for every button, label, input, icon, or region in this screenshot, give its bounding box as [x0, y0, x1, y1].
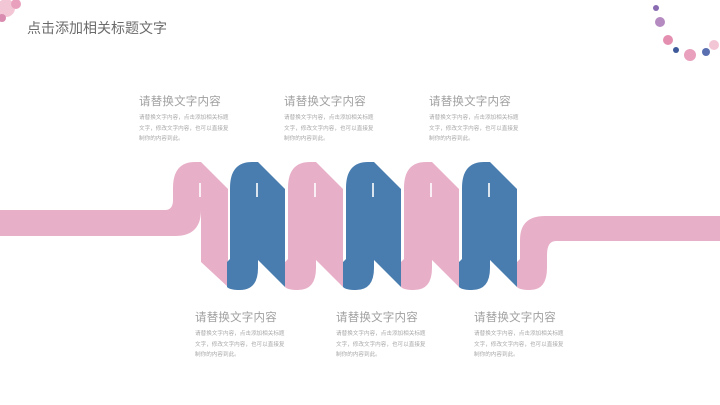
ribbon-segment-pink	[285, 162, 343, 290]
block-title: 请替换文字内容	[474, 310, 556, 324]
flower-decoration-left	[0, 0, 21, 22]
ribbon-segment-pink	[0, 162, 228, 287]
block-title: 请替换文字内容	[195, 310, 277, 324]
ribbon-segment-blue	[227, 162, 285, 290]
text-block-bottom-1: 请替换文字内容 请替换文字内容，点击添加相关标题文字，修改文字内容，也可以直接复…	[195, 309, 295, 361]
ribbon-segment-blue	[343, 162, 401, 290]
block-body: 请替换文字内容，点击添加相关标题文字，修改文字内容，也可以直接复制你的内容到此。	[139, 115, 229, 142]
block-title: 请替换文字内容	[139, 94, 221, 108]
text-block-top-3: 请替换文字内容 请替换文字内容，点击添加相关标题文字，修改文字内容，也可以直接复…	[429, 93, 529, 145]
block-body: 请替换文字内容，点击添加相关标题文字，修改文字内容，也可以直接复制你的内容到此。	[195, 331, 285, 358]
text-block-top-1: 请替换文字内容 请替换文字内容，点击添加相关标题文字，修改文字内容，也可以直接复…	[139, 93, 239, 145]
block-body: 请替换文字内容，点击添加相关标题文字，修改文字内容，也可以直接复制你的内容到此。	[284, 115, 374, 142]
block-body: 请替换文字内容，点击添加相关标题文字，修改文字内容，也可以直接复制你的内容到此。	[336, 331, 426, 358]
block-title: 请替换文字内容	[429, 94, 511, 108]
block-title: 请替换文字内容	[336, 310, 418, 324]
ribbon-segment-blue	[459, 162, 517, 290]
flower-decoration-right	[653, 5, 719, 61]
ribbon-segment-pink	[401, 162, 459, 290]
block-body: 请替换文字内容，点击添加相关标题文字，修改文字内容，也可以直接复制你的内容到此。	[429, 115, 519, 142]
ribbon-segment-pink	[517, 216, 720, 290]
block-body: 请替换文字内容，点击添加相关标题文字，修改文字内容，也可以直接复制你的内容到此。	[474, 331, 564, 358]
text-block-bottom-3: 请替换文字内容 请替换文字内容，点击添加相关标题文字，修改文字内容，也可以直接复…	[474, 309, 574, 361]
block-title: 请替换文字内容	[284, 94, 366, 108]
text-block-bottom-2: 请替换文字内容 请替换文字内容，点击添加相关标题文字，修改文字内容，也可以直接复…	[336, 309, 436, 361]
page-title: 点击添加相关标题文字	[27, 21, 167, 37]
text-block-top-2: 请替换文字内容 请替换文字内容，点击添加相关标题文字，修改文字内容，也可以直接复…	[284, 93, 384, 145]
